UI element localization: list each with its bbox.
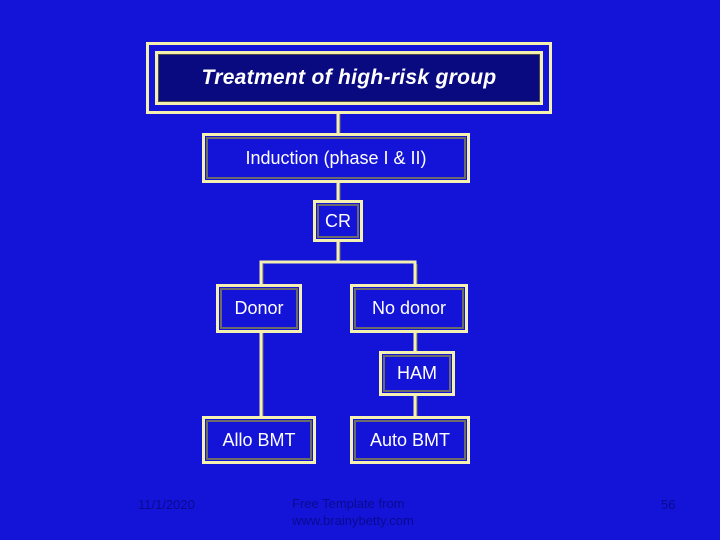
footer-credit-line1: Free Template from bbox=[292, 496, 405, 511]
footer-page-number: 56 bbox=[661, 497, 676, 512]
node-no-donor: No donor bbox=[350, 284, 468, 333]
footer-credit-line2: www.brainybetty.com bbox=[292, 513, 414, 528]
node-induction: Induction (phase I & II) bbox=[202, 133, 470, 183]
node-allo-bmt: Allo BMT bbox=[202, 416, 316, 464]
node-auto-bmt: Auto BMT bbox=[350, 416, 470, 464]
title-box: Treatment of high-risk group bbox=[146, 42, 552, 114]
footer-credit: Free Template from www.brainybetty.com bbox=[292, 495, 414, 529]
node-cr: CR bbox=[313, 200, 363, 242]
node-donor: Donor bbox=[216, 284, 302, 333]
footer-date: 11/1/2020 bbox=[138, 497, 195, 512]
page-title: Treatment of high-risk group bbox=[155, 51, 543, 105]
node-ham: HAM bbox=[379, 351, 455, 396]
